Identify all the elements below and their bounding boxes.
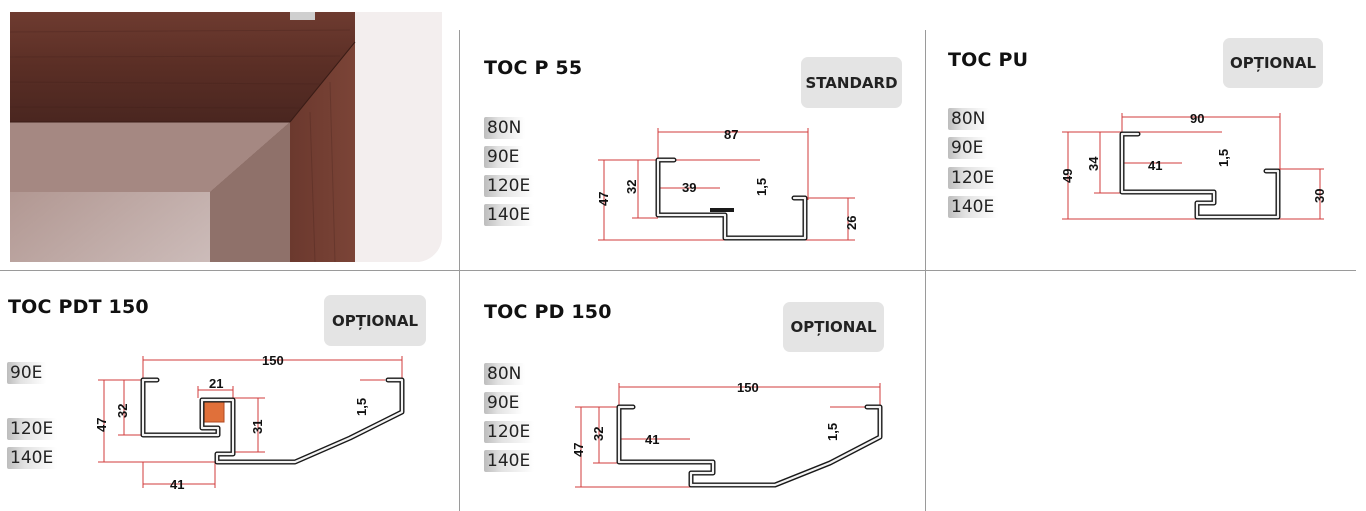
dim-label: 1,5 (754, 178, 769, 196)
divider-horizontal (0, 270, 1356, 271)
dim-label: 32 (591, 427, 606, 441)
dim-label: 47 (571, 443, 586, 457)
dim-label: 32 (115, 404, 130, 418)
size-label: 140E (484, 204, 535, 226)
size-label: 90E (484, 146, 524, 168)
toc-pdt150-title: TOC PDT 150 (8, 296, 149, 318)
toc-pu-title: TOC PU (948, 49, 1029, 71)
dim-label: 30 (1312, 189, 1327, 203)
dim-label: 150 (262, 353, 284, 368)
dim-label: 90 (1190, 111, 1204, 126)
dim-label: 87 (724, 127, 738, 142)
size-label: 120E (484, 421, 535, 443)
toc-pd150-badge: OPȚIONAL (783, 302, 884, 352)
size-label: 80N (484, 117, 526, 139)
size-label: 90E (484, 392, 524, 414)
size-label: 80N (948, 108, 990, 130)
size-label: 80N (484, 363, 526, 385)
door-frame-photo (10, 12, 442, 262)
dim-label: 1,5 (825, 423, 840, 441)
dim-label: 39 (682, 180, 696, 195)
dim-label: 150 (737, 380, 759, 395)
dim-label: 21 (209, 376, 223, 391)
dim-label: 34 (1086, 156, 1101, 171)
toc-p55-profile-drawing: 87 47 32 39 1,5 26 (596, 127, 859, 241)
dim-label: 41 (645, 432, 659, 447)
size-label: 120E (7, 418, 58, 440)
toc-p55-title: TOC P 55 (484, 57, 583, 79)
toc-pdt150-profile-drawing: 150 47 32 21 31 1,5 41 (94, 353, 405, 492)
toc-p55-badge: STANDARD (801, 57, 902, 108)
size-label: 120E (484, 175, 535, 197)
toc-pu-profile-drawing: 90 49 34 41 1,5 30 (1060, 111, 1327, 220)
toc-pdt150-badge: OPȚIONAL (324, 295, 426, 346)
dim-label: 41 (1148, 158, 1162, 173)
toc-pu-badge: OPȚIONAL (1223, 38, 1323, 88)
dim-label: 1,5 (1216, 149, 1231, 167)
dim-label: 49 (1060, 169, 1075, 183)
dim-label: 32 (624, 180, 639, 194)
dim-label: 47 (94, 418, 109, 432)
dim-label: 31 (250, 420, 265, 434)
dim-label: 41 (170, 477, 184, 492)
dim-label: 1,5 (354, 398, 369, 416)
size-label: 90E (7, 362, 47, 384)
toc-pd150-title: TOC PD 150 (484, 301, 612, 323)
size-label: 120E (948, 167, 999, 189)
size-label: 90E (948, 137, 988, 159)
size-label: 140E (484, 450, 535, 472)
size-label: 140E (948, 196, 999, 218)
dim-label: 26 (844, 216, 859, 230)
size-label: 140E (7, 447, 58, 469)
dim-label: 47 (596, 192, 611, 206)
toc-pd150-profile-drawing: 150 47 32 41 1,5 (571, 380, 883, 488)
gasket (201, 401, 225, 423)
